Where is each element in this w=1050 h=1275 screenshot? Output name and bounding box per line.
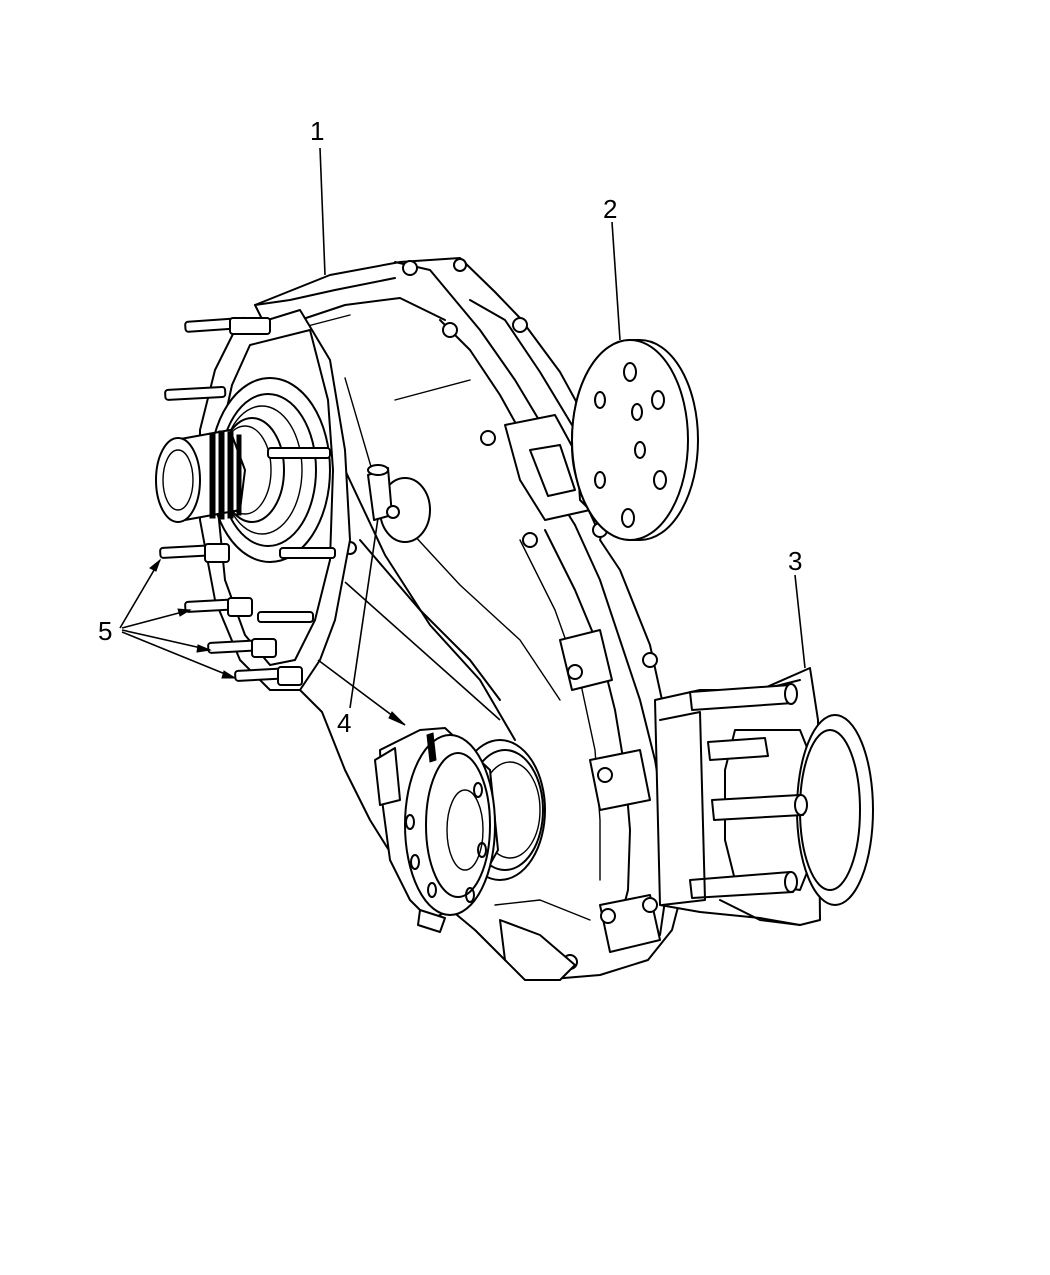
callout-4: 4 <box>337 708 351 738</box>
leader-3 <box>794 574 806 669</box>
stud <box>257 611 314 623</box>
actuator-rods <box>689 683 808 899</box>
front-flange-bolt-holes <box>405 782 487 903</box>
stud <box>279 547 336 559</box>
leader-2 <box>611 221 621 341</box>
input-housing-face <box>199 309 351 691</box>
leader-4c <box>344 581 501 721</box>
callout-3: 3 <box>788 546 802 576</box>
shift-motor-assembly <box>654 667 874 926</box>
flange-bolt-holes <box>594 362 667 528</box>
vent-fitting <box>367 464 431 543</box>
callout-labels: 1 2 3 4 5 <box>98 116 802 738</box>
leader-5a <box>119 559 161 629</box>
leader-1 <box>319 147 326 276</box>
stud <box>184 316 271 335</box>
leader-4 <box>349 517 379 709</box>
callout-leaders <box>119 147 806 726</box>
callout-1: 1 <box>310 116 324 146</box>
stud <box>159 543 230 563</box>
mounting-studs <box>159 316 336 686</box>
leader-5c <box>121 629 211 651</box>
leader-5d <box>121 631 236 679</box>
front-output-flange <box>374 727 546 933</box>
stud <box>207 638 277 658</box>
spline-input-shaft <box>155 429 246 523</box>
stud <box>267 447 331 459</box>
callout-2: 2 <box>603 194 617 224</box>
stud <box>164 386 227 401</box>
rear-output-flange <box>571 339 699 541</box>
stud <box>234 666 303 686</box>
callout-5: 5 <box>98 616 112 646</box>
spline-teeth <box>209 430 242 520</box>
stud <box>184 597 253 617</box>
